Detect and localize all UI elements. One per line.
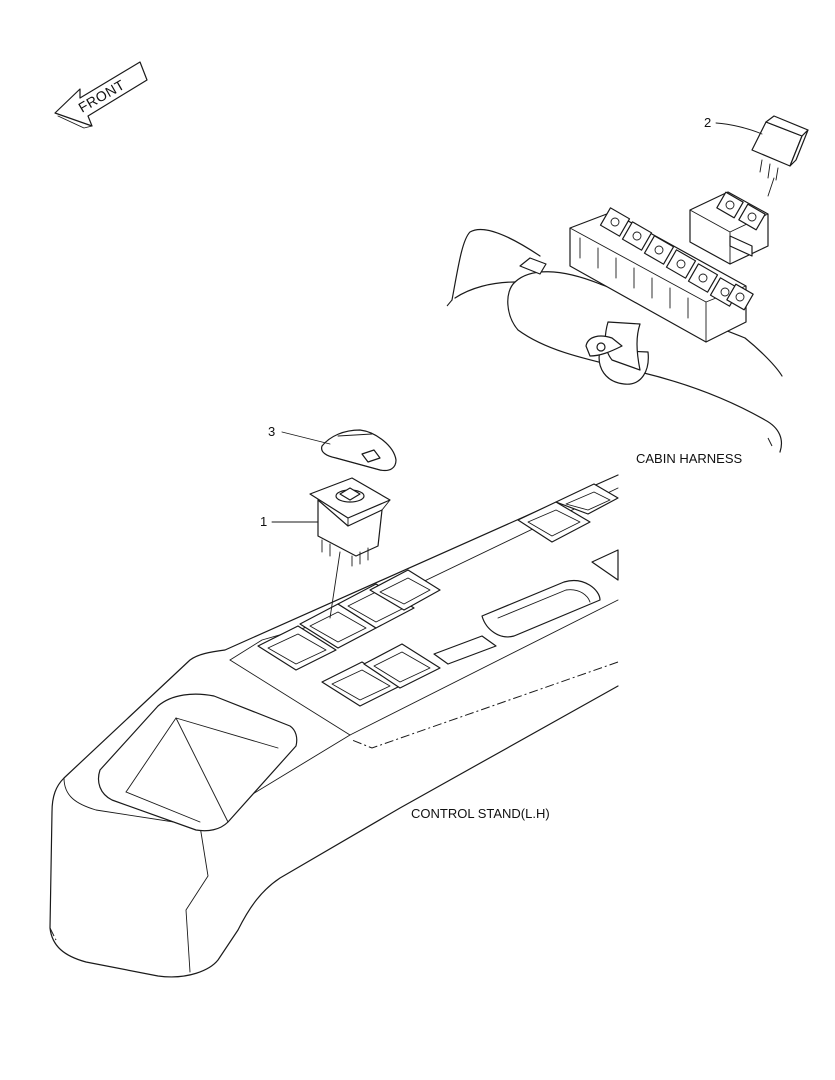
front-arrow-icon: FRONT — [54, 61, 148, 129]
control-stand-assembly — [49, 474, 619, 978]
relay-receiving-socket — [689, 191, 769, 265]
callout-number-1: 1 — [260, 514, 267, 529]
callout-number-2: 2 — [704, 115, 711, 130]
switch-slot-grid — [257, 483, 619, 707]
callout-3: 3 — [268, 424, 331, 445]
cabin-harness-label: CABIN HARNESS — [636, 451, 743, 466]
relay-socket-block — [569, 207, 754, 343]
callout-1: 1 — [260, 514, 319, 529]
rocker-cap-part — [321, 429, 397, 472]
relay-part — [751, 115, 809, 197]
rocker-switch-part — [309, 477, 391, 619]
control-stand-label: CONTROL STAND(L.H) — [411, 806, 550, 821]
cabin-harness-assembly — [446, 115, 809, 453]
callout-2: 2 — [704, 115, 763, 135]
callout-number-3: 3 — [268, 424, 275, 439]
